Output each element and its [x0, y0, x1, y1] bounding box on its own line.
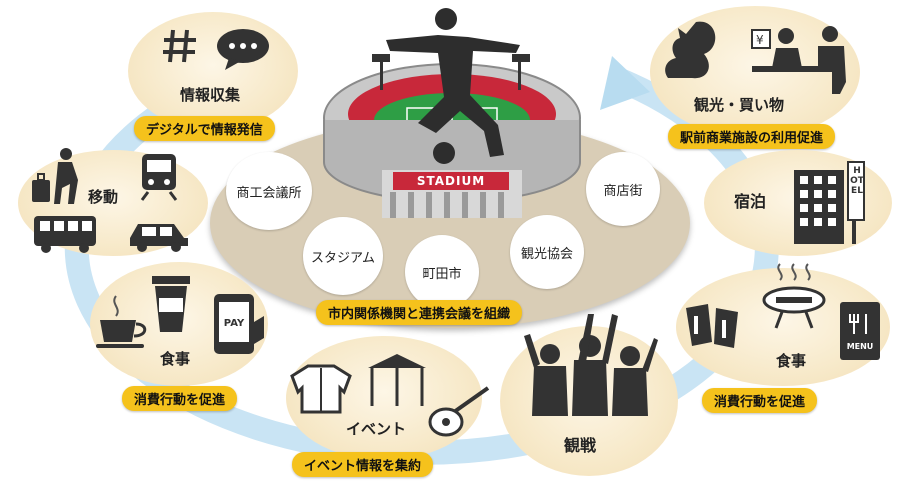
watch-label: 観戦: [564, 436, 597, 455]
hotel-sign: HOTEL: [850, 166, 864, 196]
soccer-player-icon: [386, 8, 520, 164]
food-left-banner: 消費行動を促進: [122, 386, 238, 411]
food-right-label: 食事: [776, 352, 807, 370]
food-left-label: 食事: [160, 350, 191, 368]
pay-text: PAY: [223, 318, 245, 329]
pay-phone-icon: [214, 294, 264, 354]
info-banner: デジタルで情報発信: [134, 116, 275, 141]
takeout-cup-icon: [152, 276, 190, 332]
beer-mugs-icon: [686, 304, 738, 348]
chat-bubble-icon: [217, 29, 269, 70]
guitar-icon: [428, 386, 490, 437]
stadium-sign: STADIUM: [393, 172, 509, 190]
org-tourism: 観光協会: [510, 215, 584, 289]
car-icon: [130, 224, 188, 252]
org-city: 町田市: [405, 235, 479, 309]
menu-text: MENU: [846, 342, 874, 351]
hash-icon: [163, 29, 196, 63]
org-chamber: 商工会議所: [226, 152, 312, 230]
sightseeing-label: 観光・買い物: [694, 96, 785, 114]
bus-icon: [34, 216, 96, 253]
event-banner: イベント情報を集約: [292, 452, 434, 477]
org-stadium: スタジアム: [303, 217, 383, 295]
shop-counter-icon: ¥: [751, 26, 846, 94]
stay-label: 宿泊: [734, 192, 767, 211]
menu-icon: [840, 302, 880, 360]
cheering-fans-icon: [524, 314, 658, 416]
train-icon: [140, 154, 178, 201]
jacket-icon: [290, 364, 352, 414]
squirrel-icon: [665, 21, 716, 79]
svg-text:¥: ¥: [756, 33, 764, 47]
org-shopping: 商店街: [586, 152, 660, 226]
person-walking-luggage-icon: [32, 148, 78, 204]
move-label: 移動: [88, 188, 119, 206]
food-right-banner: 消費行動を促進: [702, 388, 818, 413]
tent-icon: [368, 354, 426, 406]
info-label: 情報収集: [180, 86, 241, 104]
segment-info: [128, 12, 298, 130]
event-label: イベント: [346, 420, 407, 438]
hotel-building-icon: [794, 161, 865, 244]
grill-icon: [762, 263, 826, 329]
sightseeing-banner: 駅前商業施設の利用促進: [668, 124, 836, 149]
coffee-cup-icon: [96, 295, 147, 348]
center-banner: 市内関係機関と連携会議を組織: [316, 300, 523, 325]
